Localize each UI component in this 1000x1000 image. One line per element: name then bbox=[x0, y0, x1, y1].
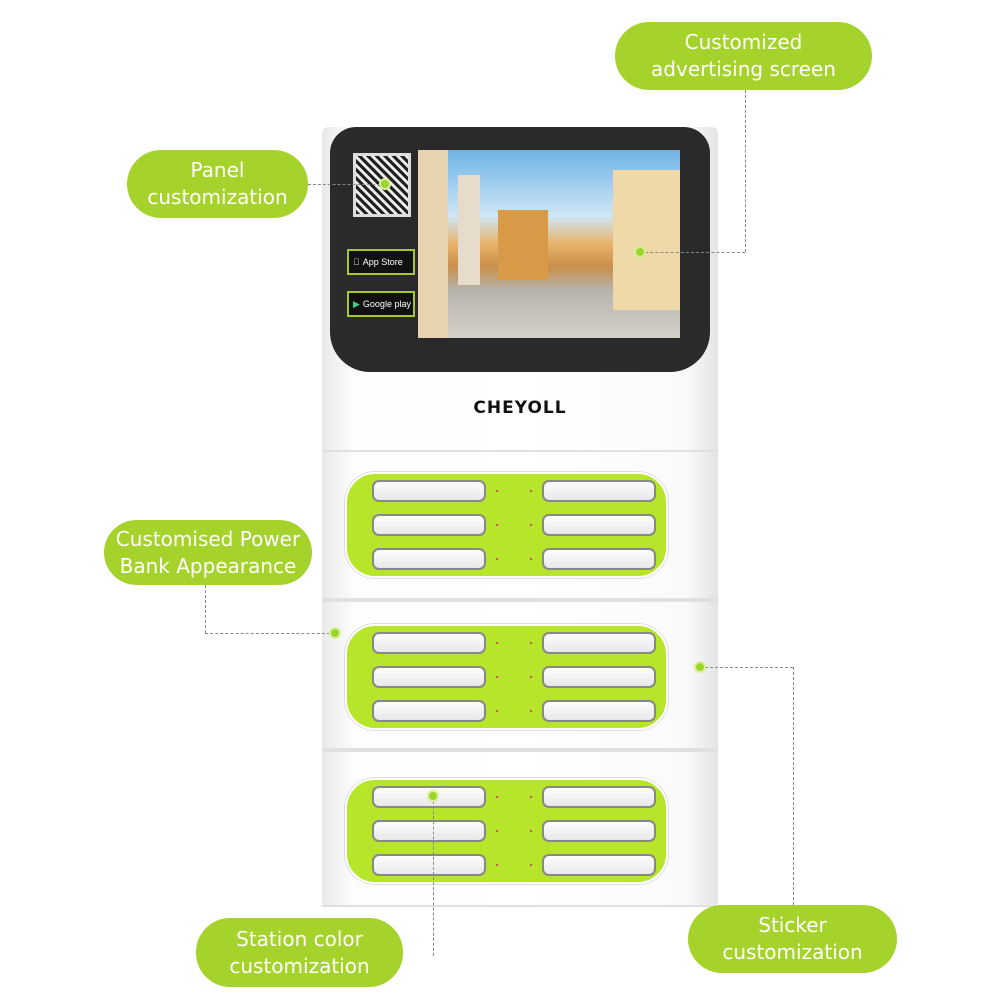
power-bank-slot[interactable] bbox=[372, 854, 486, 876]
power-bank-slot[interactable] bbox=[542, 514, 656, 536]
apple-icon:  bbox=[353, 257, 360, 267]
indicator-led bbox=[530, 830, 532, 832]
indicator-led bbox=[496, 864, 498, 866]
marker-dot bbox=[379, 178, 391, 190]
power-bank-slot[interactable] bbox=[542, 854, 656, 876]
power-bank-slot[interactable] bbox=[542, 786, 656, 808]
indicator-led bbox=[496, 490, 498, 492]
charging-module bbox=[322, 600, 718, 750]
app-store-text: App Store bbox=[356, 257, 403, 267]
power-bank-slot[interactable] bbox=[372, 700, 486, 722]
label-power-bank-appearance: Customised Power Bank Appearance bbox=[104, 520, 312, 585]
leader-line bbox=[700, 667, 793, 668]
leader-line bbox=[793, 667, 794, 905]
power-bank-slot[interactable] bbox=[542, 480, 656, 502]
leader-line bbox=[205, 633, 335, 634]
label-panel-customization: Panel customization bbox=[127, 150, 308, 218]
indicator-led bbox=[530, 558, 532, 560]
google-play-text: Google play bbox=[362, 299, 411, 309]
indicator-led bbox=[496, 830, 498, 832]
leader-line bbox=[745, 90, 746, 252]
power-bank-slot[interactable] bbox=[542, 666, 656, 688]
power-bank-slot[interactable] bbox=[542, 548, 656, 570]
power-bank-slot[interactable] bbox=[542, 820, 656, 842]
indicator-led bbox=[530, 642, 532, 644]
town-street-photo bbox=[418, 150, 680, 338]
marker-dot bbox=[329, 627, 341, 639]
marker-dot bbox=[634, 246, 646, 258]
power-bank-slot[interactable] bbox=[372, 548, 486, 570]
marker-dot bbox=[427, 790, 439, 802]
indicator-led bbox=[530, 864, 532, 866]
label-station-color: Station color customization bbox=[196, 918, 403, 987]
indicator-led bbox=[496, 676, 498, 678]
marker-dot bbox=[694, 661, 706, 673]
power-bank-slot[interactable] bbox=[542, 700, 656, 722]
indicator-led bbox=[530, 710, 532, 712]
indicator-led bbox=[530, 676, 532, 678]
power-bank-slot[interactable] bbox=[372, 514, 486, 536]
indicator-led bbox=[530, 524, 532, 526]
google-play-badge: ▶Google play bbox=[347, 291, 415, 317]
leader-line bbox=[433, 796, 434, 956]
power-bank-slot[interactable] bbox=[372, 632, 486, 654]
leader-line bbox=[308, 184, 385, 185]
brand-logo: CHEYOLL bbox=[473, 398, 567, 418]
leader-line bbox=[205, 585, 206, 633]
power-bank-slot[interactable] bbox=[372, 820, 486, 842]
indicator-led bbox=[496, 642, 498, 644]
power-bank-slot[interactable] bbox=[372, 666, 486, 688]
indicator-led bbox=[496, 710, 498, 712]
charging-module bbox=[322, 450, 718, 600]
power-bank-slot[interactable] bbox=[372, 480, 486, 502]
leader-line bbox=[640, 252, 745, 253]
indicator-led bbox=[530, 490, 532, 492]
qr-code bbox=[353, 153, 411, 217]
indicator-led bbox=[496, 558, 498, 560]
label-sticker-customization: Sticker customization bbox=[688, 905, 897, 973]
label-advertising-screen: Customized advertising screen bbox=[615, 22, 872, 90]
play-icon: ▶ bbox=[353, 298, 360, 309]
power-bank-slot[interactable] bbox=[542, 632, 656, 654]
indicator-led bbox=[496, 524, 498, 526]
indicator-led bbox=[496, 796, 498, 798]
app-store-badge: App Store bbox=[347, 249, 415, 275]
indicator-led bbox=[530, 796, 532, 798]
charging-module bbox=[322, 750, 718, 907]
